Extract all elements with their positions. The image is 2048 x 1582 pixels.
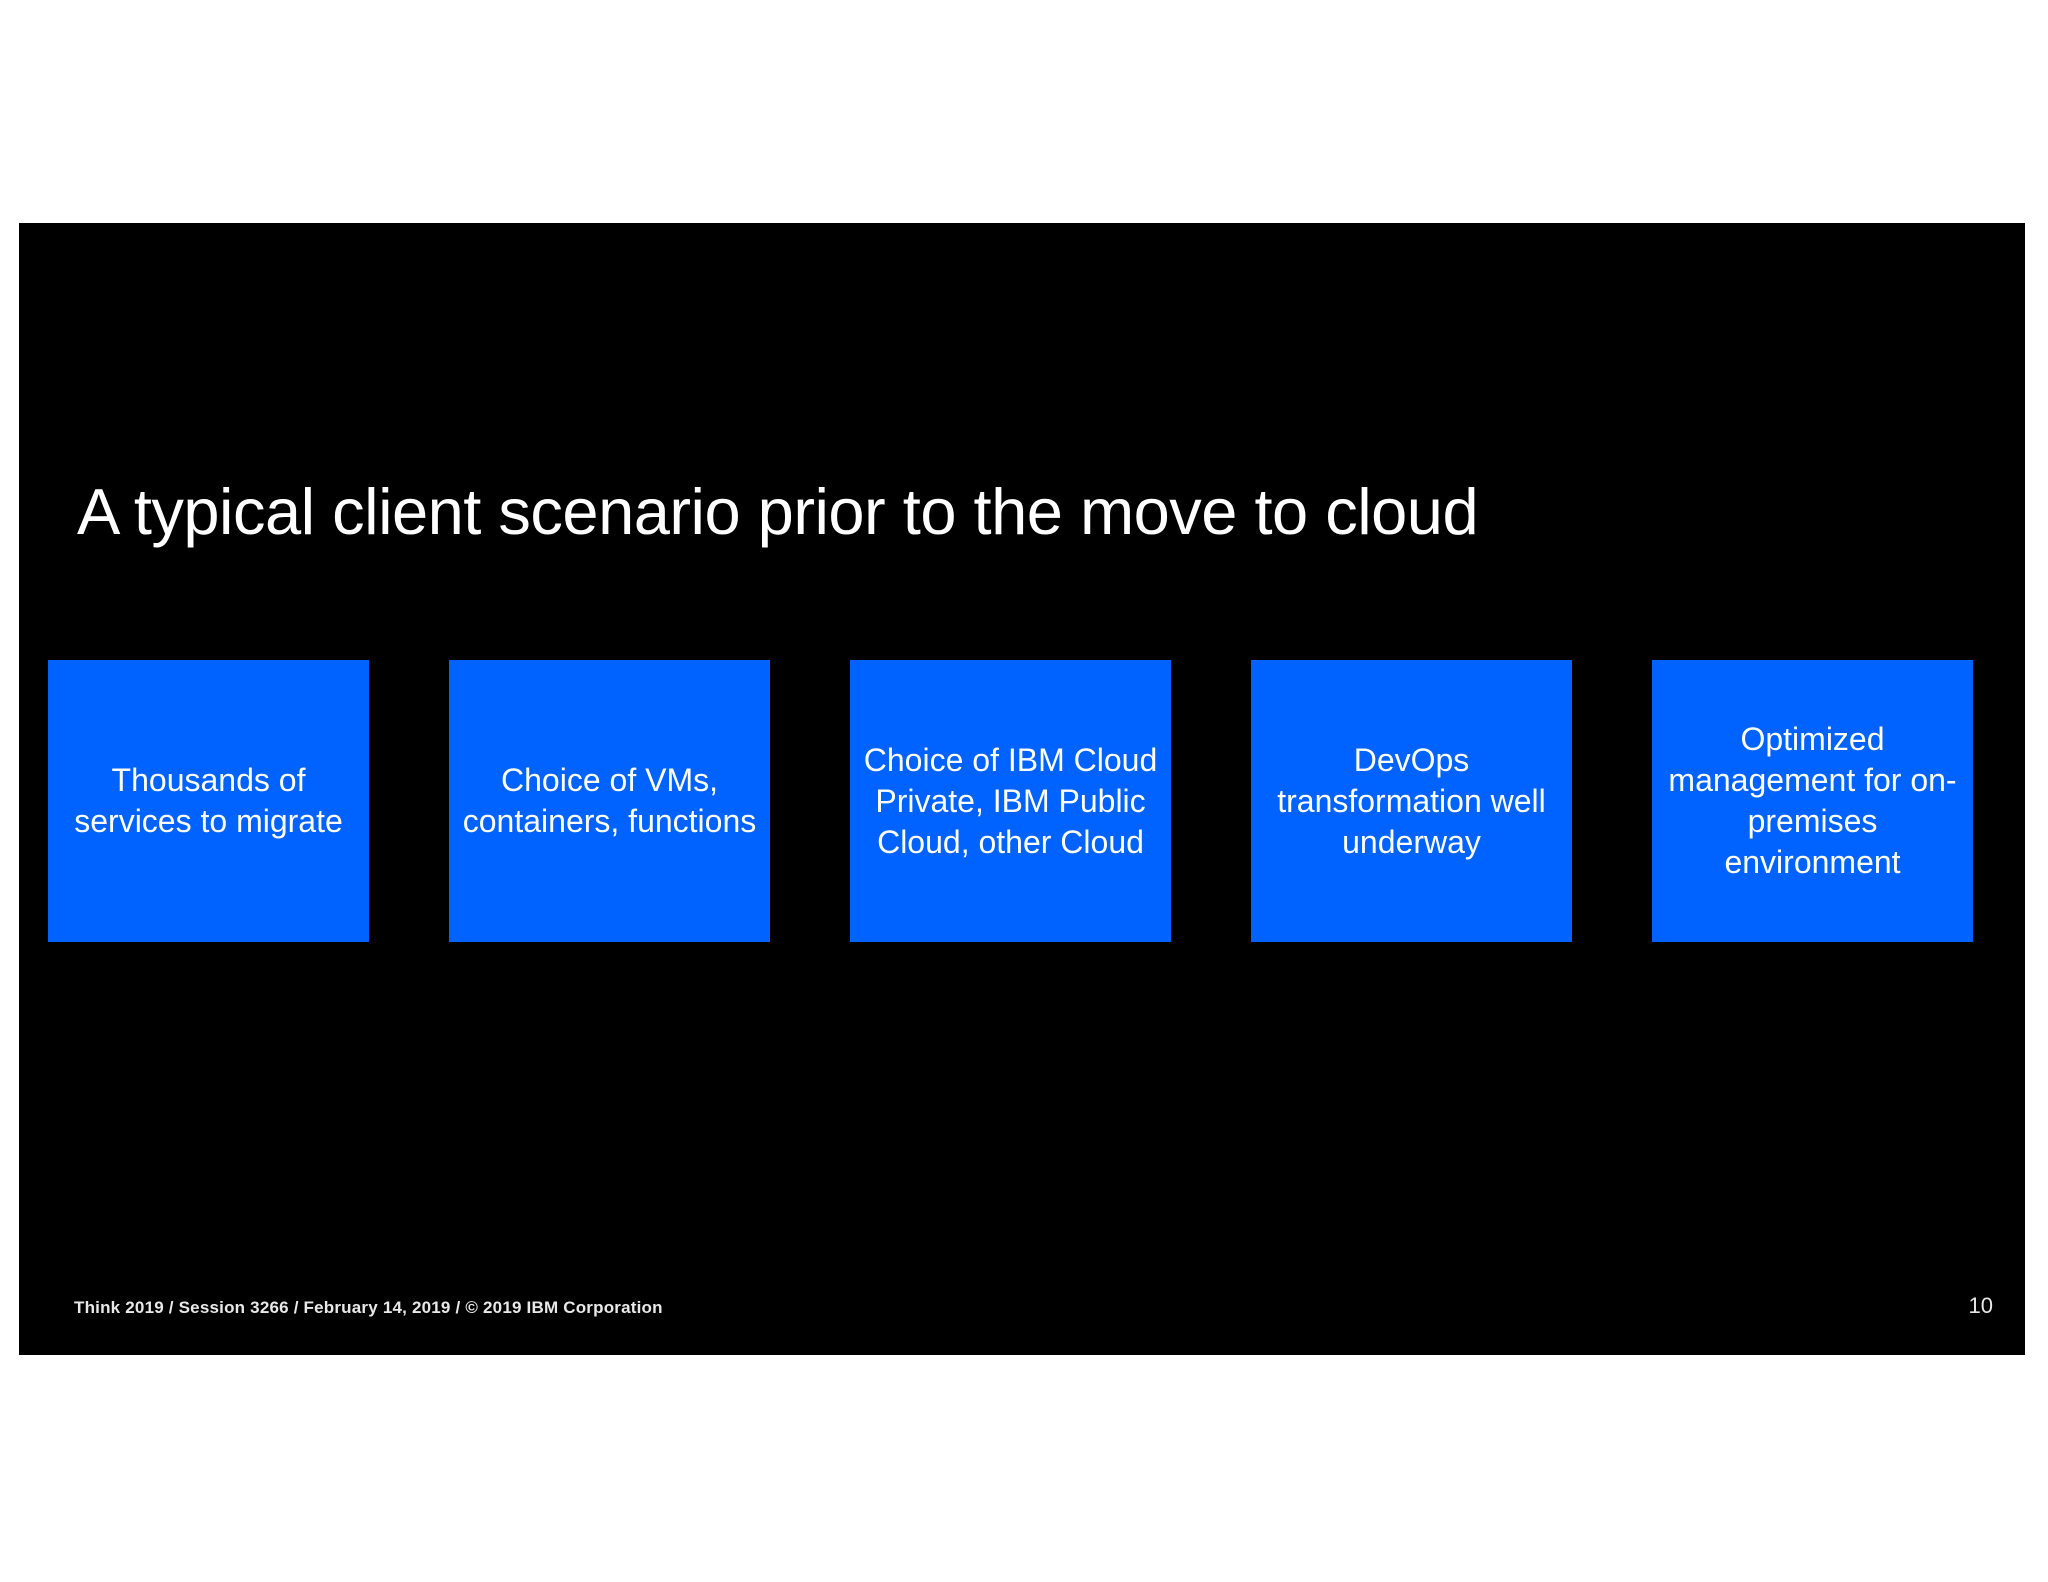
- concept-box-1: Thousands of services to migrate: [48, 660, 369, 942]
- concept-box-3: Choice of IBM Cloud Private, IBM Public …: [850, 660, 1171, 942]
- concept-box-5-label: Optimized management for on-premises env…: [1668, 721, 1957, 880]
- slide-footer: Think 2019 / Session 3266 / February 14,…: [74, 1298, 663, 1317]
- slide-page-number: 10: [1968, 1293, 1993, 1318]
- concept-box-4-label: DevOps transformation well underway: [1277, 741, 1546, 860]
- concept-box-2: Choice of VMs, containers, functions: [449, 660, 770, 942]
- concept-box-3-label: Choice of IBM Cloud Private, IBM Public …: [863, 741, 1158, 860]
- concept-box-5: Optimized management for on-premises env…: [1652, 660, 1973, 942]
- concept-box-2-label: Choice of VMs, containers, functions: [462, 762, 757, 839]
- concept-box-4: DevOps transformation well underway: [1251, 660, 1572, 942]
- presentation-slide: A typical client scenario prior to the m…: [19, 223, 2025, 1355]
- page-title: A typical client scenario prior to the m…: [77, 475, 1479, 548]
- concept-box-1-label: Thousands of services to migrate: [74, 762, 343, 839]
- concept-box-row: Thousands of services to migrate Choice …: [48, 660, 1995, 942]
